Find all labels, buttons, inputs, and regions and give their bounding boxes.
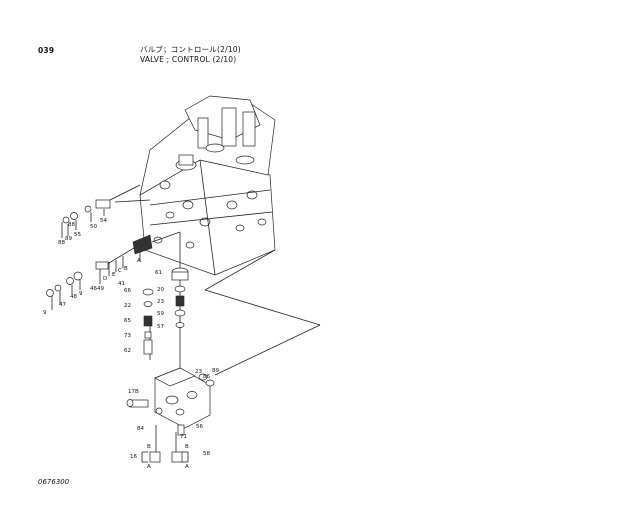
callout-57: 57 <box>157 324 164 330</box>
callout-66: 66 <box>124 288 131 294</box>
callout-84: 84 <box>137 426 144 432</box>
callout-A-right: A <box>185 464 189 470</box>
callout-labels: 50 55 54 88 89 47 48 9 46 49 41 A B C D … <box>43 218 219 470</box>
callout-86: 86 <box>203 374 210 380</box>
lower-port-fittings <box>46 231 181 310</box>
callout-B-left: B <box>147 444 151 450</box>
callout-23: 23 <box>157 299 164 305</box>
callout-88-b: 88 <box>68 222 75 228</box>
relief-valve-housing <box>126 367 215 460</box>
callout-23-b: 23 <box>195 369 202 375</box>
callout-46: 46 <box>90 286 97 292</box>
callout-D: D <box>103 276 107 282</box>
callout-9: 9 <box>79 291 83 297</box>
callout-20: 20 <box>157 287 164 293</box>
callout-65: 65 <box>124 318 131 324</box>
page-title-japanese: バルブ；コントロール(2/10) <box>140 45 241 54</box>
callout-56: 56 <box>196 424 203 430</box>
callout-73: 73 <box>124 333 131 339</box>
callout-61: 61 <box>155 270 162 276</box>
callout-59: 59 <box>157 311 164 317</box>
bottom-plugs <box>141 451 189 463</box>
document-number: 0676300 <box>38 478 70 486</box>
relief-valve-stack <box>142 267 189 355</box>
callout-17B: 17B <box>128 389 139 395</box>
callout-B: B <box>124 266 128 272</box>
page-number: 039 <box>38 46 55 55</box>
callout-C: C <box>118 268 122 274</box>
callout-47: 47 <box>59 302 66 308</box>
callout-55: 55 <box>74 232 81 238</box>
callout-22: 22 <box>124 303 131 309</box>
callout-A: A <box>137 258 141 264</box>
callout-89: 89 <box>65 236 72 242</box>
callout-50: 50 <box>90 224 97 230</box>
page-title-english: VALVE ; CONTROL (2/10) <box>140 55 237 64</box>
callout-54: 54 <box>100 218 107 224</box>
callout-62: 62 <box>124 348 131 354</box>
callout-E: E <box>112 272 116 278</box>
callout-9-b: 9 <box>43 310 47 316</box>
callout-A-left: A <box>147 464 151 470</box>
upper-port-fittings <box>61 184 151 238</box>
callout-58: 58 <box>203 451 210 457</box>
callout-71: 71 <box>180 434 187 440</box>
callout-88: 88 <box>58 240 65 246</box>
callout-48: 48 <box>70 294 77 300</box>
callout-89-b: 89 <box>212 368 219 374</box>
control-valve-body <box>139 95 276 276</box>
callout-49: 49 <box>97 286 104 292</box>
callout-B-right: B <box>185 444 189 450</box>
callout-41: 41 <box>118 281 125 287</box>
callout-16: 16 <box>130 454 137 460</box>
